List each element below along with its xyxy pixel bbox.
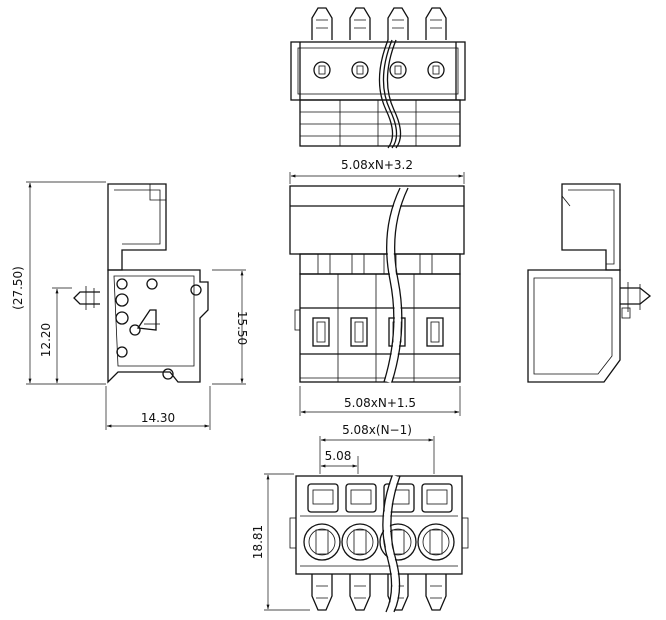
right-side-view xyxy=(527,183,652,383)
left-side-view: (27.50) 12.20 15.50 14.30 xyxy=(11,181,249,430)
top-view-screw-holes xyxy=(313,61,445,79)
bottom-view-slots xyxy=(307,483,453,513)
dim-total-height: (27.50) xyxy=(11,266,25,310)
top-view xyxy=(290,7,466,149)
dim-pin-span: 5.08x(N−1) xyxy=(342,423,412,437)
dim-width-top: 5.08xN+3.2 xyxy=(341,158,413,172)
bottom-view-pins xyxy=(311,574,447,611)
dim-width-bottom: 5.08xN+1.5 xyxy=(344,396,416,410)
bottom-view: 5.08x(N−1) 5.08 xyxy=(251,423,469,614)
dim-height-right: 15.50 xyxy=(235,311,249,345)
front-view-windows xyxy=(312,317,444,347)
top-view-pins xyxy=(311,7,447,40)
dim-front-height: 18.81 xyxy=(251,525,265,559)
bottom-view-openings xyxy=(303,523,455,561)
dim-height-left: 12.20 xyxy=(39,323,53,357)
front-view: 5.08xN+3.2 5.08xN+1.5 xyxy=(289,158,465,416)
dim-depth: 14.30 xyxy=(141,411,175,425)
dim-pitch: 5.08 xyxy=(325,449,352,463)
